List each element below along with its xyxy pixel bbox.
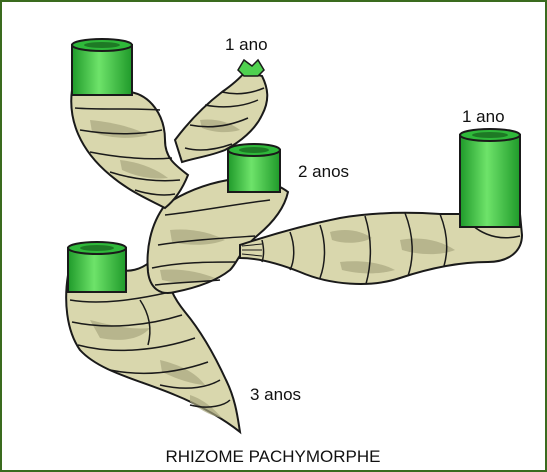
rhizome-segment-upper [71, 90, 188, 208]
stem-right [460, 129, 520, 227]
label-right-shoot: 1 ano [462, 107, 505, 126]
stem-middle [228, 144, 280, 192]
diagram-title: RHIZOME PACHYMORPHE [165, 447, 380, 466]
label-top-shoot: 1 ano [225, 35, 268, 54]
label-bottom-segment: 3 anos [250, 385, 301, 404]
label-middle-shoot: 2 anos [298, 162, 349, 181]
stem-bottom-left [68, 242, 126, 292]
stem-top-left [72, 39, 132, 95]
bud-icon [238, 60, 264, 76]
